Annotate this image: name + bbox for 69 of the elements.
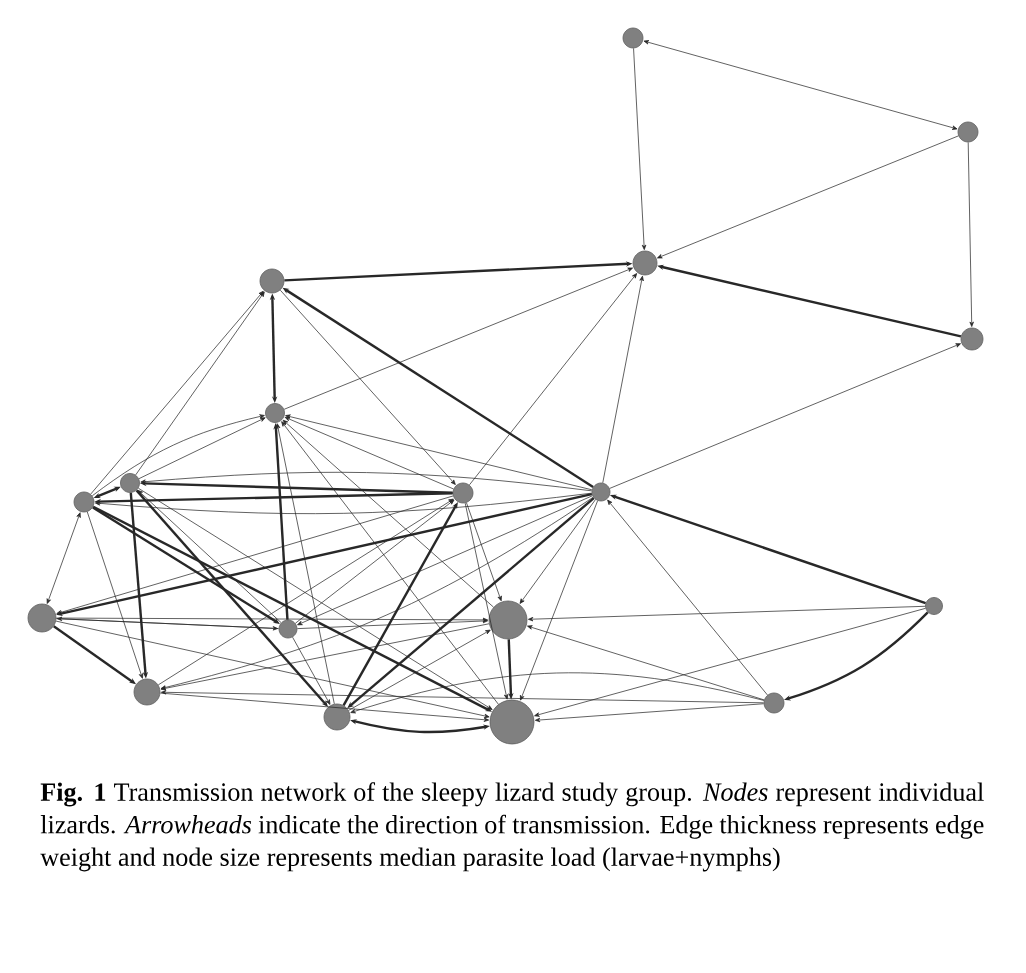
arrow	[281, 421, 499, 705]
arrow	[643, 40, 958, 130]
arrow	[56, 617, 488, 623]
arrow	[350, 672, 765, 714]
arrow	[297, 618, 488, 629]
arrow	[275, 423, 335, 705]
network-node	[265, 403, 285, 423]
arrow	[519, 499, 596, 604]
arrow	[284, 416, 454, 490]
arrow	[285, 414, 593, 491]
arrow	[279, 289, 456, 485]
arrow	[86, 511, 144, 679]
arrow	[292, 636, 331, 705]
network-node	[133, 678, 161, 706]
arrow	[602, 275, 644, 484]
arrow	[160, 496, 594, 690]
arrow	[55, 620, 490, 719]
arrow	[342, 502, 458, 706]
arrow	[138, 487, 493, 710]
arrow	[282, 419, 494, 608]
network-node	[925, 597, 943, 615]
arrow	[46, 512, 81, 604]
arrow	[157, 498, 454, 686]
network-node	[632, 250, 658, 276]
arrow	[56, 495, 454, 615]
network-node	[591, 482, 611, 502]
arrow	[295, 499, 455, 624]
network-node	[120, 473, 140, 493]
arrow	[350, 719, 490, 734]
network-node	[960, 327, 984, 351]
arrow	[92, 506, 280, 624]
arrow	[140, 471, 593, 492]
arrow	[137, 490, 282, 623]
network-node	[763, 692, 785, 714]
arrow	[135, 291, 265, 476]
arrow	[520, 500, 598, 701]
arrow	[91, 414, 265, 497]
arrow	[160, 692, 490, 722]
arrow	[657, 135, 959, 259]
arrow	[90, 290, 264, 495]
arrow	[527, 625, 765, 701]
network-node	[259, 268, 285, 294]
arrow	[528, 605, 926, 622]
arrow	[138, 417, 266, 480]
arrow	[534, 608, 926, 717]
network-node	[27, 603, 57, 633]
arrow	[283, 267, 633, 410]
arrow	[348, 629, 491, 711]
arrow	[607, 499, 768, 696]
arrow	[161, 690, 764, 704]
arrow	[160, 623, 490, 691]
network-node	[73, 491, 95, 513]
network-node	[323, 703, 351, 731]
arrow	[297, 495, 593, 626]
arrow	[609, 343, 961, 489]
network-node	[622, 27, 644, 49]
arrow	[464, 502, 509, 700]
network-node	[452, 482, 474, 504]
arrow	[469, 273, 638, 486]
network-node	[957, 121, 979, 143]
arrow	[633, 48, 647, 250]
network-node	[488, 600, 528, 640]
figure-caption: Fig. 1 Transmission network of the sleepy lizard study group. Nodes represent individual lizards. Arrowheads indicate the direction of transmission. Edge thickness represents edge weight and node size represents median parasite load (larvae+nymphs)	[40, 782, 984, 872]
network-node	[278, 619, 298, 639]
arrow	[967, 142, 974, 327]
network-node	[489, 699, 535, 745]
arrow	[56, 492, 593, 616]
arrow	[534, 703, 764, 723]
arrow	[466, 502, 502, 602]
